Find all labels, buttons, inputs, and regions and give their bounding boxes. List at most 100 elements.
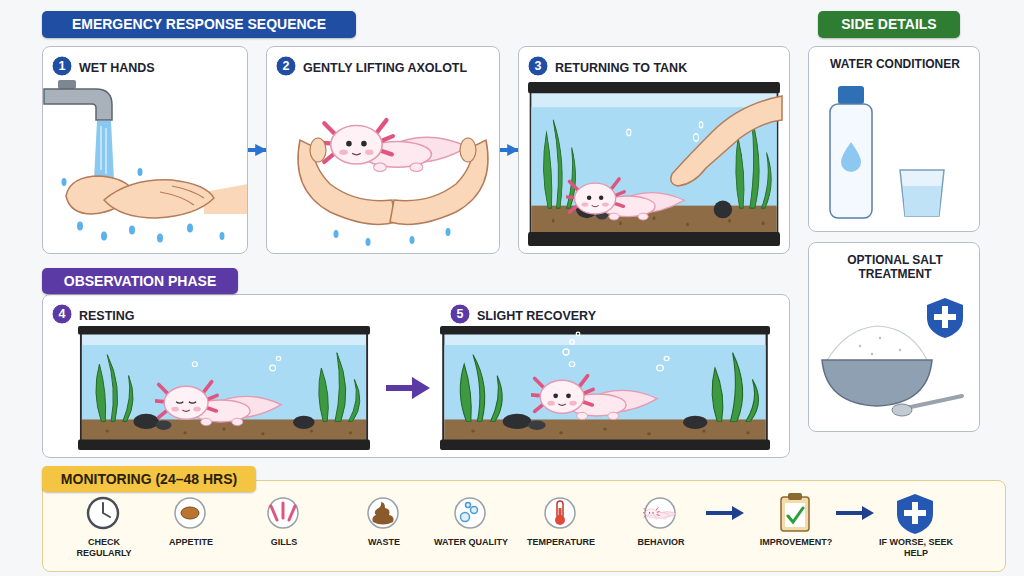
panel-ground [42,46,1006,572]
salt-art [822,360,932,406]
flow-arrow [500,148,518,152]
detail-title: OPTIONAL SALT TREATMENT [817,253,973,282]
text-slot: RESTING [79,306,409,324]
water-drops [157,234,163,243]
text-slot: SIDE DETAILS [818,11,960,38]
faucet [58,80,76,89]
hands [66,176,248,218]
clipboard-icon [788,493,802,500]
clipboard-icon [781,493,809,531]
hands [298,138,488,224]
text-slot: MONITORING (24–48 HRS) [42,466,256,492]
text-slot: IMPROVEMENT? [751,537,841,548]
conditioner-art [903,186,941,216]
text-slot: 5 [449,303,471,325]
checklist-label: BEHAVIOR [621,537,701,548]
text-slot: WASTE [344,537,424,548]
number-circle-shape [276,56,296,76]
lifting-axolotl-art [320,120,468,171]
water-drops [77,222,83,231]
panel-ground [42,46,248,254]
gills-icon [268,498,298,528]
panel-ground [42,294,790,458]
salt-art [934,314,956,320]
flow-arrow [706,511,734,515]
checklist-label: IMPROVEMENT? [751,537,841,548]
text-slot: 4 [51,303,73,325]
recovery-art [440,326,770,450]
text-slot: TEMPERATURE [521,537,601,548]
flow-arrow [248,148,266,152]
salt-art [859,337,901,355]
water-drops [446,228,451,236]
waste-icon [368,498,398,528]
section-title: EMERGENCY RESPONSE SEQUENCE [72,16,326,33]
text-slot: WATER QUALITY [431,537,511,548]
text-slot: RETURNING TO TANK [555,58,783,76]
temperature-icon [555,515,565,525]
section-banner: SIDE DETAILS [818,11,960,38]
water-quality-icon [455,498,485,528]
help-shield-icon [897,494,933,534]
number-circle-shape [450,304,470,324]
step-title: WET HANDS [79,61,155,76]
recovery-art [563,349,569,355]
salt-art [826,326,928,362]
conditioner-art [900,170,944,216]
text-slot: GILLS [244,537,324,548]
salt-art [899,349,901,351]
recovery-art [570,340,575,345]
phase-arrow [386,385,414,391]
salt-art [822,298,963,416]
panel-ground [518,46,790,254]
salt-art [927,298,963,338]
section-title: SIDE DETAILS [841,16,936,33]
checklist-label: GILLS [244,537,324,548]
text-slot: 2 [275,55,297,77]
section-banner: OBSERVATION PHASE [42,268,238,294]
conditioner-art [838,86,864,104]
temperature-icon [545,498,575,528]
step-title: GENTLY LIFTING AXOLOTL [303,61,467,76]
flow-arrow [706,506,744,520]
returning-tank-art [566,179,684,220]
section-banner: EMERGENCY RESPONSE SEQUENCE [42,11,356,38]
number-circle-shape [52,56,72,76]
step-panel: GENTLY LIFTING AXOLOTL 2 [266,46,500,254]
clock-icon [88,498,118,528]
water-quality-icon [471,507,478,514]
conditioner-art [830,86,944,218]
wet-hands-art [101,126,106,174]
flow-arrow [732,506,744,520]
text-slot: WATER CONDITIONER [817,57,973,71]
appetite-icon [175,498,205,528]
faucet [44,80,112,120]
water-drops [101,232,107,241]
waste-icon [372,502,393,525]
step-title: RETURNING TO TANK [555,61,687,76]
water-drops [334,230,339,238]
checklist-label: WATER QUALITY [431,537,511,548]
hands [160,186,204,205]
hand [671,96,782,186]
recovery-art [531,376,657,420]
panel-ground [808,242,980,432]
resting-art [78,326,370,450]
temperature-icon [545,498,575,528]
panel-ground [808,46,980,232]
water-drops [138,168,143,176]
water-drops [410,236,415,244]
lifting-axolotl-art [298,120,488,246]
step-number: 4 [51,303,73,325]
clock-icon [103,503,110,517]
step-title: SLIGHT RECOVERY [477,309,596,324]
text-slot: OBSERVATION PHASE [42,268,238,294]
step-number-text: 1 [59,59,66,74]
waste-icon [368,498,398,528]
water-drops [62,168,225,243]
clock-icon [88,498,118,528]
text-slot: WET HANDS [79,58,241,76]
gills-icon [271,503,295,520]
returning-tank-art [528,82,780,246]
